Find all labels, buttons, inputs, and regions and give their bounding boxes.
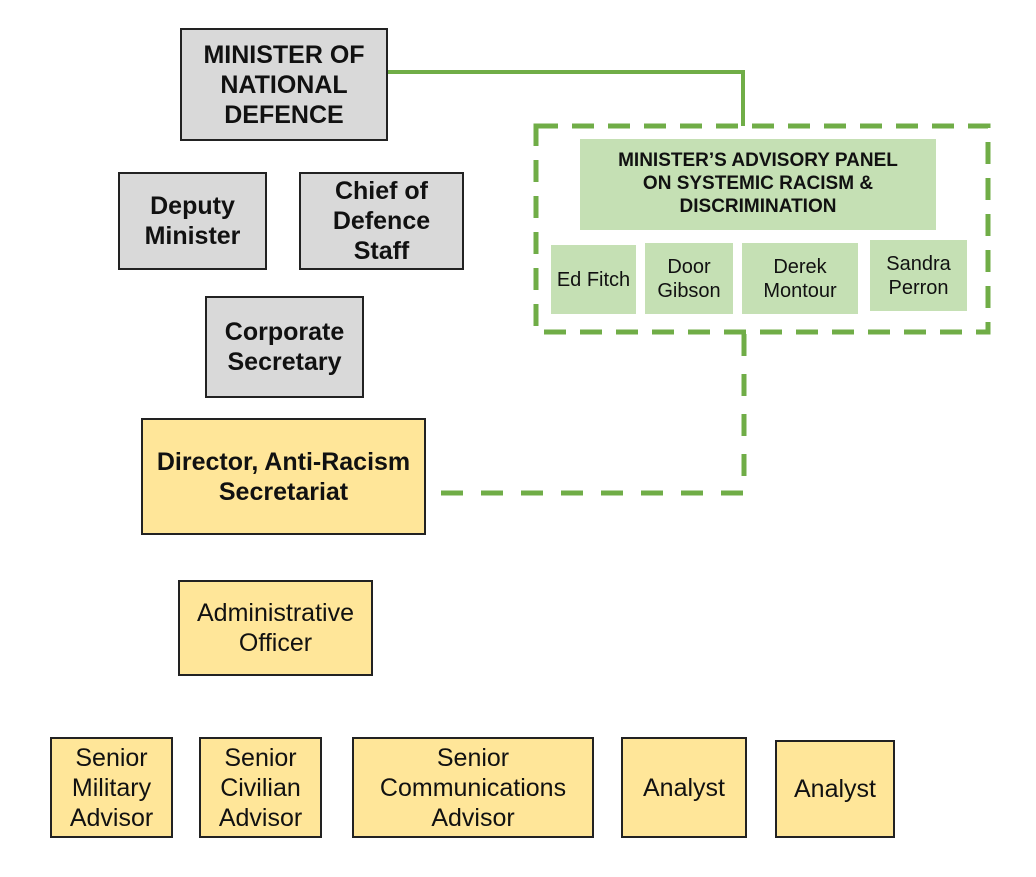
- panel-member-label: Sandra Perron: [886, 252, 951, 299]
- panel-member-box: Derek Montour: [742, 243, 858, 314]
- panel-member-label: Derek Montour: [763, 255, 837, 302]
- minister-box: MINISTER OF NATIONAL DEFENCE: [180, 28, 388, 141]
- staff-label: Senior Civilian Advisor: [218, 743, 303, 832]
- panel-member-label: Ed Fitch: [556, 268, 631, 291]
- panel-member-label: Door Gibson: [657, 255, 721, 302]
- deputy-minister-box: Deputy Minister: [118, 172, 267, 270]
- staff-box: Senior Communications Advisor: [352, 737, 594, 838]
- admin-officer-box: Administrative Officer: [178, 580, 373, 676]
- staff-label: Analyst: [794, 775, 876, 803]
- panel-title-box: MINISTER’S ADVISORY PANEL ON SYSTEMIC RA…: [580, 139, 936, 230]
- corporate-secretary-box: Corporate Secretary: [205, 296, 364, 398]
- staff-box: Senior Civilian Advisor: [199, 737, 322, 838]
- staff-box: Analyst: [621, 737, 747, 838]
- staff-label: Senior Military Advisor: [69, 743, 154, 832]
- minister-to-panel-line: [388, 70, 745, 126]
- deputy-minister-label: Deputy Minister: [144, 192, 241, 250]
- staff-label: Analyst: [643, 773, 725, 802]
- panel-member-box: Ed Fitch: [551, 245, 636, 314]
- panel-dashed-border: [533, 123, 991, 335]
- director-label: Director, Anti-Racism Secretariat: [156, 447, 411, 506]
- panel-member-box: Door Gibson: [645, 243, 733, 314]
- chief-defence-staff-box: Chief of Defence Staff: [299, 172, 464, 270]
- staff-box: Senior Military Advisor: [50, 737, 173, 838]
- panel-to-director-dashed-line: [428, 334, 747, 496]
- panel-member-box: Sandra Perron: [870, 240, 967, 311]
- corporate-secretary-label: Corporate Secretary: [224, 318, 345, 376]
- admin-officer-label: Administrative Officer: [197, 599, 354, 657]
- staff-box: Analyst: [775, 740, 895, 838]
- chief-defence-staff-label: Chief of Defence Staff: [332, 177, 431, 265]
- panel-title-label: MINISTER’S ADVISORY PANEL ON SYSTEMIC RA…: [618, 150, 898, 217]
- staff-label: Senior Communications Advisor: [379, 743, 567, 832]
- minister-label: MINISTER OF NATIONAL DEFENCE: [203, 40, 365, 129]
- director-box: Director, Anti-Racism Secretariat: [141, 418, 426, 535]
